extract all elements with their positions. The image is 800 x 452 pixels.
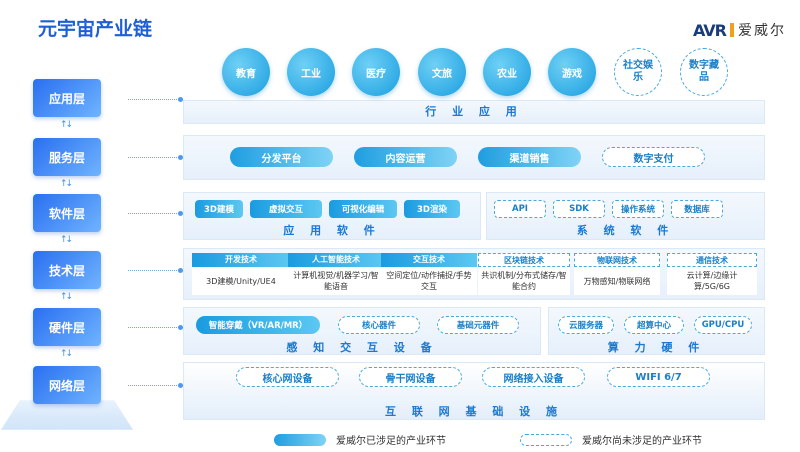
tech-title: 人工智能技术 [288,253,384,267]
connector [128,268,183,273]
net-core: 核心网设备 [236,367,339,387]
layer-network: 网络层 [33,366,101,404]
hw-core-components: 核心器件 [338,316,420,334]
tech-interaction: 交互技术空间定位/动作捕捉/手势交互 [381,253,477,295]
tech-desc: 云计算/边缘计算/5G/6G [667,267,757,295]
hw-supercomputing: 超算中心 [624,316,684,334]
layer-technology: 技术层 [33,251,101,289]
legend-swatch-solid [274,433,326,446]
app-tourism: 文旅 [418,48,466,96]
industry-app-panel: 行 业 应 用 [183,100,765,124]
panel-label: 系 统 软 件 [576,224,675,237]
connector [128,97,183,102]
tech-desc: 空间定位/动作捕捉/手势交互 [381,267,477,295]
sw-3d-modeling: 3D建模 [195,200,243,218]
service-distribution: 分发平台 [230,147,333,167]
service-channel-sales: 渠道销售 [478,147,581,167]
updown-arrow-icon: ↑↓ [60,235,73,245]
updown-arrow-icon: ↑↓ [60,120,73,130]
app-education: 教育 [222,48,270,96]
legend-label: 爱威尔尚未涉足的产业环节 [582,436,702,447]
sw-os: 操作系统 [612,200,664,218]
net-access: 网络接入设备 [482,367,585,387]
logo-mark: AVR [693,20,727,40]
tech-title: 物联网技术 [574,253,660,267]
app-medical: 医疗 [352,48,400,96]
sw-visual-editing: 可视化编辑 [329,200,397,218]
logo-name: 爱威尔 [738,23,786,39]
app-social: 社交娱乐 [614,48,662,96]
updown-arrow-icon: ↑↓ [60,179,73,189]
platform-base [0,400,134,430]
hw-wearables: 智能穿戴（VR/AR/MR） [196,316,320,334]
net-backbone: 骨干网设备 [359,367,462,387]
legend-involved: 爱威尔已涉足的产业环节 [274,432,446,447]
tech-desc: 计算机视觉/机器学习/智能语音 [288,267,384,295]
net-wifi: WIFI 6/7 [607,367,710,387]
legend-label: 爱威尔已涉足的产业环节 [336,436,446,447]
panel-label: 感 知 交 互 设 备 [286,341,438,354]
tech-communication: 通信技术云计算/边缘计算/5G/6G [667,253,757,295]
tech-title: 开发技术 [192,253,290,267]
connector [128,155,183,160]
connector [128,211,183,216]
legend-swatch-dashed [520,433,572,446]
sw-virtual-interaction: 虚拟交互 [250,200,322,218]
tech-desc: 3D建模/Unity/UE4 [192,267,290,295]
app-industry: 工业 [287,48,335,96]
sw-database: 数据库 [671,200,723,218]
layer-application: 应用层 [33,79,101,117]
tech-desc: 共识机制/分布式储存/智能合约 [478,267,570,295]
hw-cloud-server: 云服务器 [558,316,614,334]
updown-arrow-icon: ↑↓ [60,292,73,302]
tech-title: 通信技术 [667,253,757,267]
service-digital-payment: 数字支付 [602,147,705,167]
tech-iot: 物联网技术万物感知/物联网络 [574,253,660,295]
panel-label: 行 业 应 用 [425,105,523,118]
app-collectibles: 数字藏品 [680,48,728,96]
logo: AVR 爱威尔 [693,20,786,40]
tech-blockchain: 区块链技术共识机制/分布式储存/智能合约 [478,253,570,295]
panel-label: 算 力 硬 件 [607,341,706,354]
sw-sdk: SDK [553,200,605,218]
sw-3d-rendering: 3D渲染 [404,200,460,218]
sw-api: API [494,200,546,218]
tech-desc: 万物感知/物联网络 [574,267,660,295]
app-games: 游戏 [548,48,596,96]
page-title: 元宇宙产业链 [38,18,153,40]
tech-title: 区块链技术 [478,253,570,267]
panel-label: 应 用 软 件 [283,224,381,237]
panel-label: 互 联 网 基 础 设 施 [385,405,563,418]
updown-arrow-icon: ↑↓ [60,349,73,359]
legend-not-involved: 爱威尔尚未涉足的产业环节 [520,432,702,447]
layer-software: 软件层 [33,194,101,232]
tech-ai: 人工智能技术计算机视觉/机器学习/智能语音 [288,253,384,295]
tech-title: 交互技术 [381,253,477,267]
hw-gpu-cpu: GPU/CPU [694,316,752,334]
logo-divider [730,23,734,37]
hw-basic-components: 基础元器件 [437,316,519,334]
app-agriculture: 农业 [483,48,531,96]
layer-service: 服务层 [33,138,101,176]
connector [128,383,183,388]
layer-hardware: 硬件层 [33,308,101,346]
service-content-ops: 内容运营 [354,147,457,167]
connector [128,325,183,330]
